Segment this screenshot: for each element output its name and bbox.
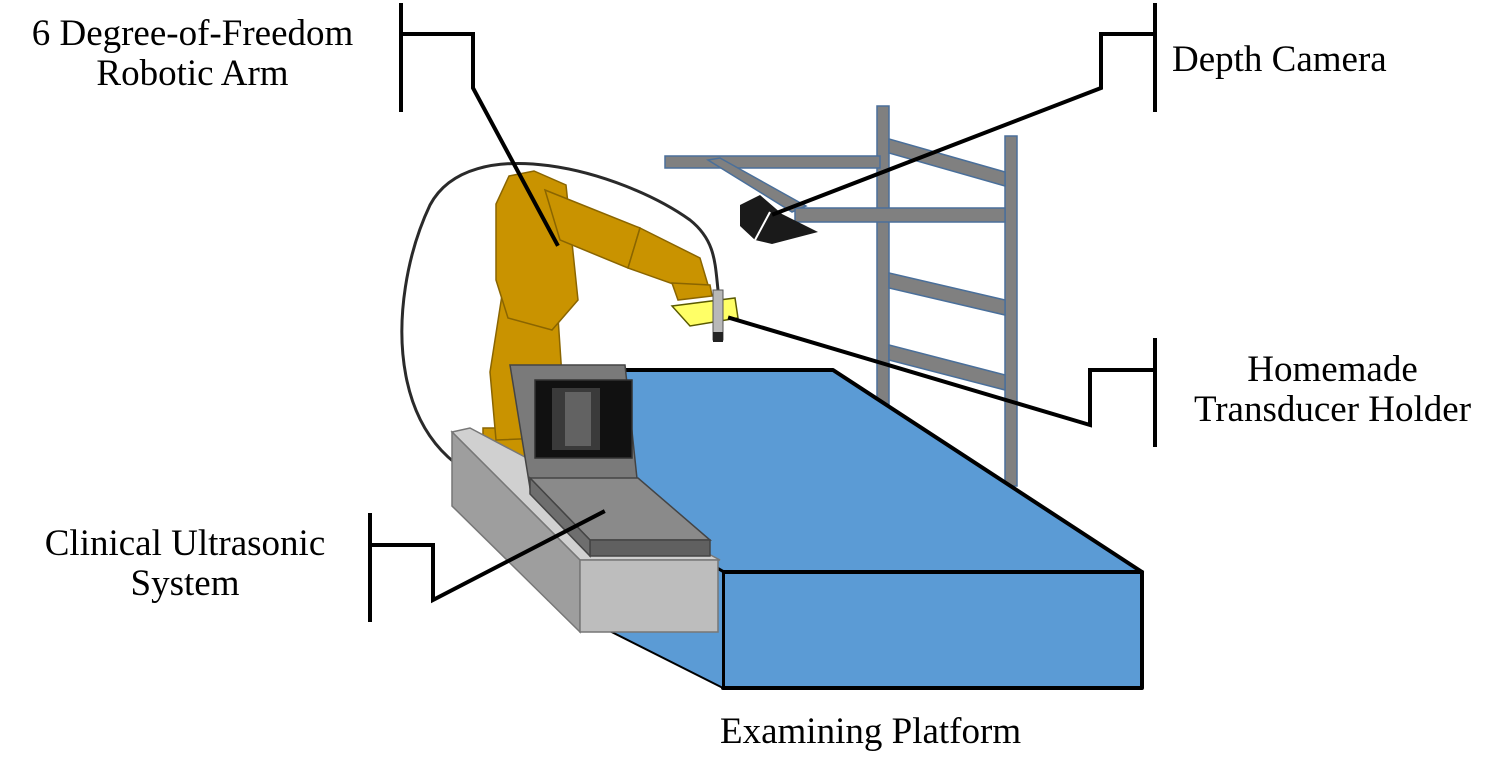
label-examining-platform: Examining Platform — [720, 712, 1021, 752]
leader-lines — [368, 3, 1157, 622]
label-examining-platform-text: Examining Platform — [720, 711, 1022, 752]
ultrasound-console — [509, 364, 713, 558]
label-transducer-holder-line1: Homemade — [1247, 349, 1418, 390]
robot-cable — [400, 162, 720, 492]
label-robotic-arm: 6 Degree-of-Freedom Robotic Arm — [0, 14, 385, 94]
label-depth-camera: Depth Camera — [1172, 40, 1387, 80]
label-ultrasonic-system-line2: System — [130, 563, 240, 604]
label-transducer-holder-line2: Transducer Holder — [1193, 389, 1472, 430]
label-depth-camera-text: Depth Camera — [1172, 39, 1387, 80]
label-robotic-arm-line1: 6 Degree-of-Freedom — [31, 13, 354, 54]
depth-camera — [740, 195, 818, 244]
label-ultrasonic-system: Clinical Ultrasonic System — [10, 524, 360, 604]
label-ultrasonic-system-line1: Clinical Ultrasonic — [44, 523, 326, 564]
camera-support-frame — [664, 105, 1018, 487]
transducer-holder — [670, 289, 739, 342]
label-transducer-holder: Homemade Transducer Holder — [1165, 350, 1500, 430]
label-robotic-arm-line2: Robotic Arm — [96, 53, 289, 94]
